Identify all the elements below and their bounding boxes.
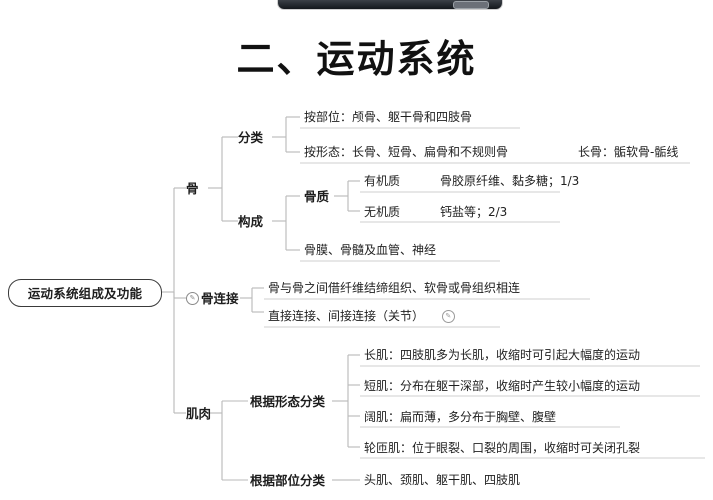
leaf-connection-types-label: 直接连接、间接连接（关节）	[268, 309, 425, 323]
leaf-organic-matter[interactable]: 有机质	[364, 174, 400, 189]
leaf-short-muscle[interactable]: 短肌：分布在躯干深部，收缩时产生较小幅度的运动	[364, 379, 640, 394]
branch-bone-classification[interactable]: 分类	[238, 130, 263, 145]
branch-bone-tissue-label: 骨质	[304, 189, 330, 204]
page-title: 二、运动系统	[236, 37, 477, 81]
value-inorganic-matter[interactable]: 钙盐等；2/3	[440, 205, 507, 220]
branch-bone-classification-label: 分类	[238, 130, 264, 145]
branch-muscle-by-region-label: 根据部位分类	[250, 473, 326, 488]
circle-note-icon: ✎	[441, 310, 455, 323]
leaf-long-muscle-label: 长肌：四肢肌多为长肌，收缩时可引起大幅度的运动	[364, 348, 641, 362]
leaf-orbicular-muscle-label: 轮匝肌：位于眼裂、口裂的周围，收缩时可关闭孔裂	[364, 441, 641, 455]
leaf-periosteum-marrow[interactable]: 骨膜、骨髓及血管、神经	[304, 243, 436, 258]
leaf-muscle-regions[interactable]: 头肌、颈肌、躯干肌、四肢肌	[364, 473, 520, 488]
note-long-bone-label: 长骨：骺软骨-骺线	[578, 145, 679, 159]
leaf-flat-muscle[interactable]: 阔肌：扁而薄，多分布于胸壁、腹壁	[364, 410, 556, 425]
branch-bone-connection-label: 骨连接	[201, 291, 239, 306]
branch-muscle[interactable]: 肌肉	[186, 406, 211, 421]
leaf-muscle-regions-label: 头肌、颈肌、躯干肌、四肢肌	[364, 473, 521, 487]
leaf-orbicular-muscle[interactable]: 轮匝肌：位于眼裂、口裂的周围，收缩时可关闭孔裂	[364, 441, 640, 456]
branch-bone-connection[interactable]: ✎ 骨连接	[186, 291, 239, 306]
leaf-inorganic-matter-label: 无机质	[364, 205, 401, 219]
leaf-periosteum-marrow-label: 骨膜、骨髓及血管、神经	[304, 243, 437, 257]
circle-note-icon: ✎	[186, 292, 199, 305]
branch-bone-composition-label: 构成	[238, 214, 264, 229]
leaf-organic-matter-label: 有机质	[364, 174, 401, 188]
branch-bone-composition[interactable]: 构成	[238, 214, 263, 229]
branch-bone-tissue[interactable]: 骨质	[304, 189, 329, 204]
branch-muscle-by-shape-label: 根据形态分类	[250, 394, 326, 409]
mindmap-canvas: 运动系统组成及功能 骨 分类 按部位：颅骨、躯干骨和四肢骨 按形态：长骨、短骨、…	[0, 95, 713, 500]
leaf-bone-by-shape[interactable]: 按形态：长骨、短骨、扁骨和不规则骨	[304, 145, 508, 160]
leaf-connection-types[interactable]: 直接连接、间接连接（关节） ✎	[268, 309, 455, 324]
phone-status-bar	[278, 0, 502, 9]
root-node[interactable]: 运动系统组成及功能	[8, 279, 162, 307]
branch-muscle-by-shape[interactable]: 根据形态分类	[250, 394, 325, 409]
leaf-long-muscle[interactable]: 长肌：四肢肌多为长肌，收缩时可引起大幅度的运动	[364, 348, 640, 363]
leaf-connection-definition[interactable]: 骨与骨之间借纤维结缔组织、软骨或骨组织相连	[268, 281, 520, 296]
leaf-inorganic-matter[interactable]: 无机质	[364, 205, 400, 220]
leaf-flat-muscle-label: 阔肌：扁而薄，多分布于胸壁、腹壁	[364, 410, 557, 424]
note-long-bone[interactable]: 长骨：骺软骨-骺线	[578, 145, 678, 160]
value-organic-matter-text: 骨胶原纤维、黏多糖；1/3	[440, 174, 580, 188]
leaf-bone-by-region-label: 按部位：颅骨、躯干骨和四肢骨	[304, 110, 473, 124]
leaf-bone-by-region[interactable]: 按部位：颅骨、躯干骨和四肢骨	[304, 110, 472, 125]
root-node-label: 运动系统组成及功能	[27, 285, 143, 301]
branch-muscle-label: 肌肉	[186, 406, 212, 421]
value-organic-matter[interactable]: 骨胶原纤维、黏多糖；1/3	[440, 174, 579, 189]
value-inorganic-matter-text: 钙盐等；2/3	[440, 205, 508, 219]
mindmap-connectors	[160, 116, 705, 481]
leaf-connection-definition-label: 骨与骨之间借纤维结缔组织、软骨或骨组织相连	[268, 281, 521, 295]
leaf-short-muscle-label: 短肌：分布在躯干深部，收缩时产生较小幅度的运动	[364, 379, 641, 393]
leaf-bone-by-shape-label: 按形态：长骨、短骨、扁骨和不规则骨	[304, 145, 509, 159]
branch-bone[interactable]: 骨	[186, 181, 199, 196]
branch-bone-label: 骨	[186, 181, 199, 196]
speaker-notch	[453, 1, 489, 9]
branch-muscle-by-region[interactable]: 根据部位分类	[250, 473, 325, 488]
